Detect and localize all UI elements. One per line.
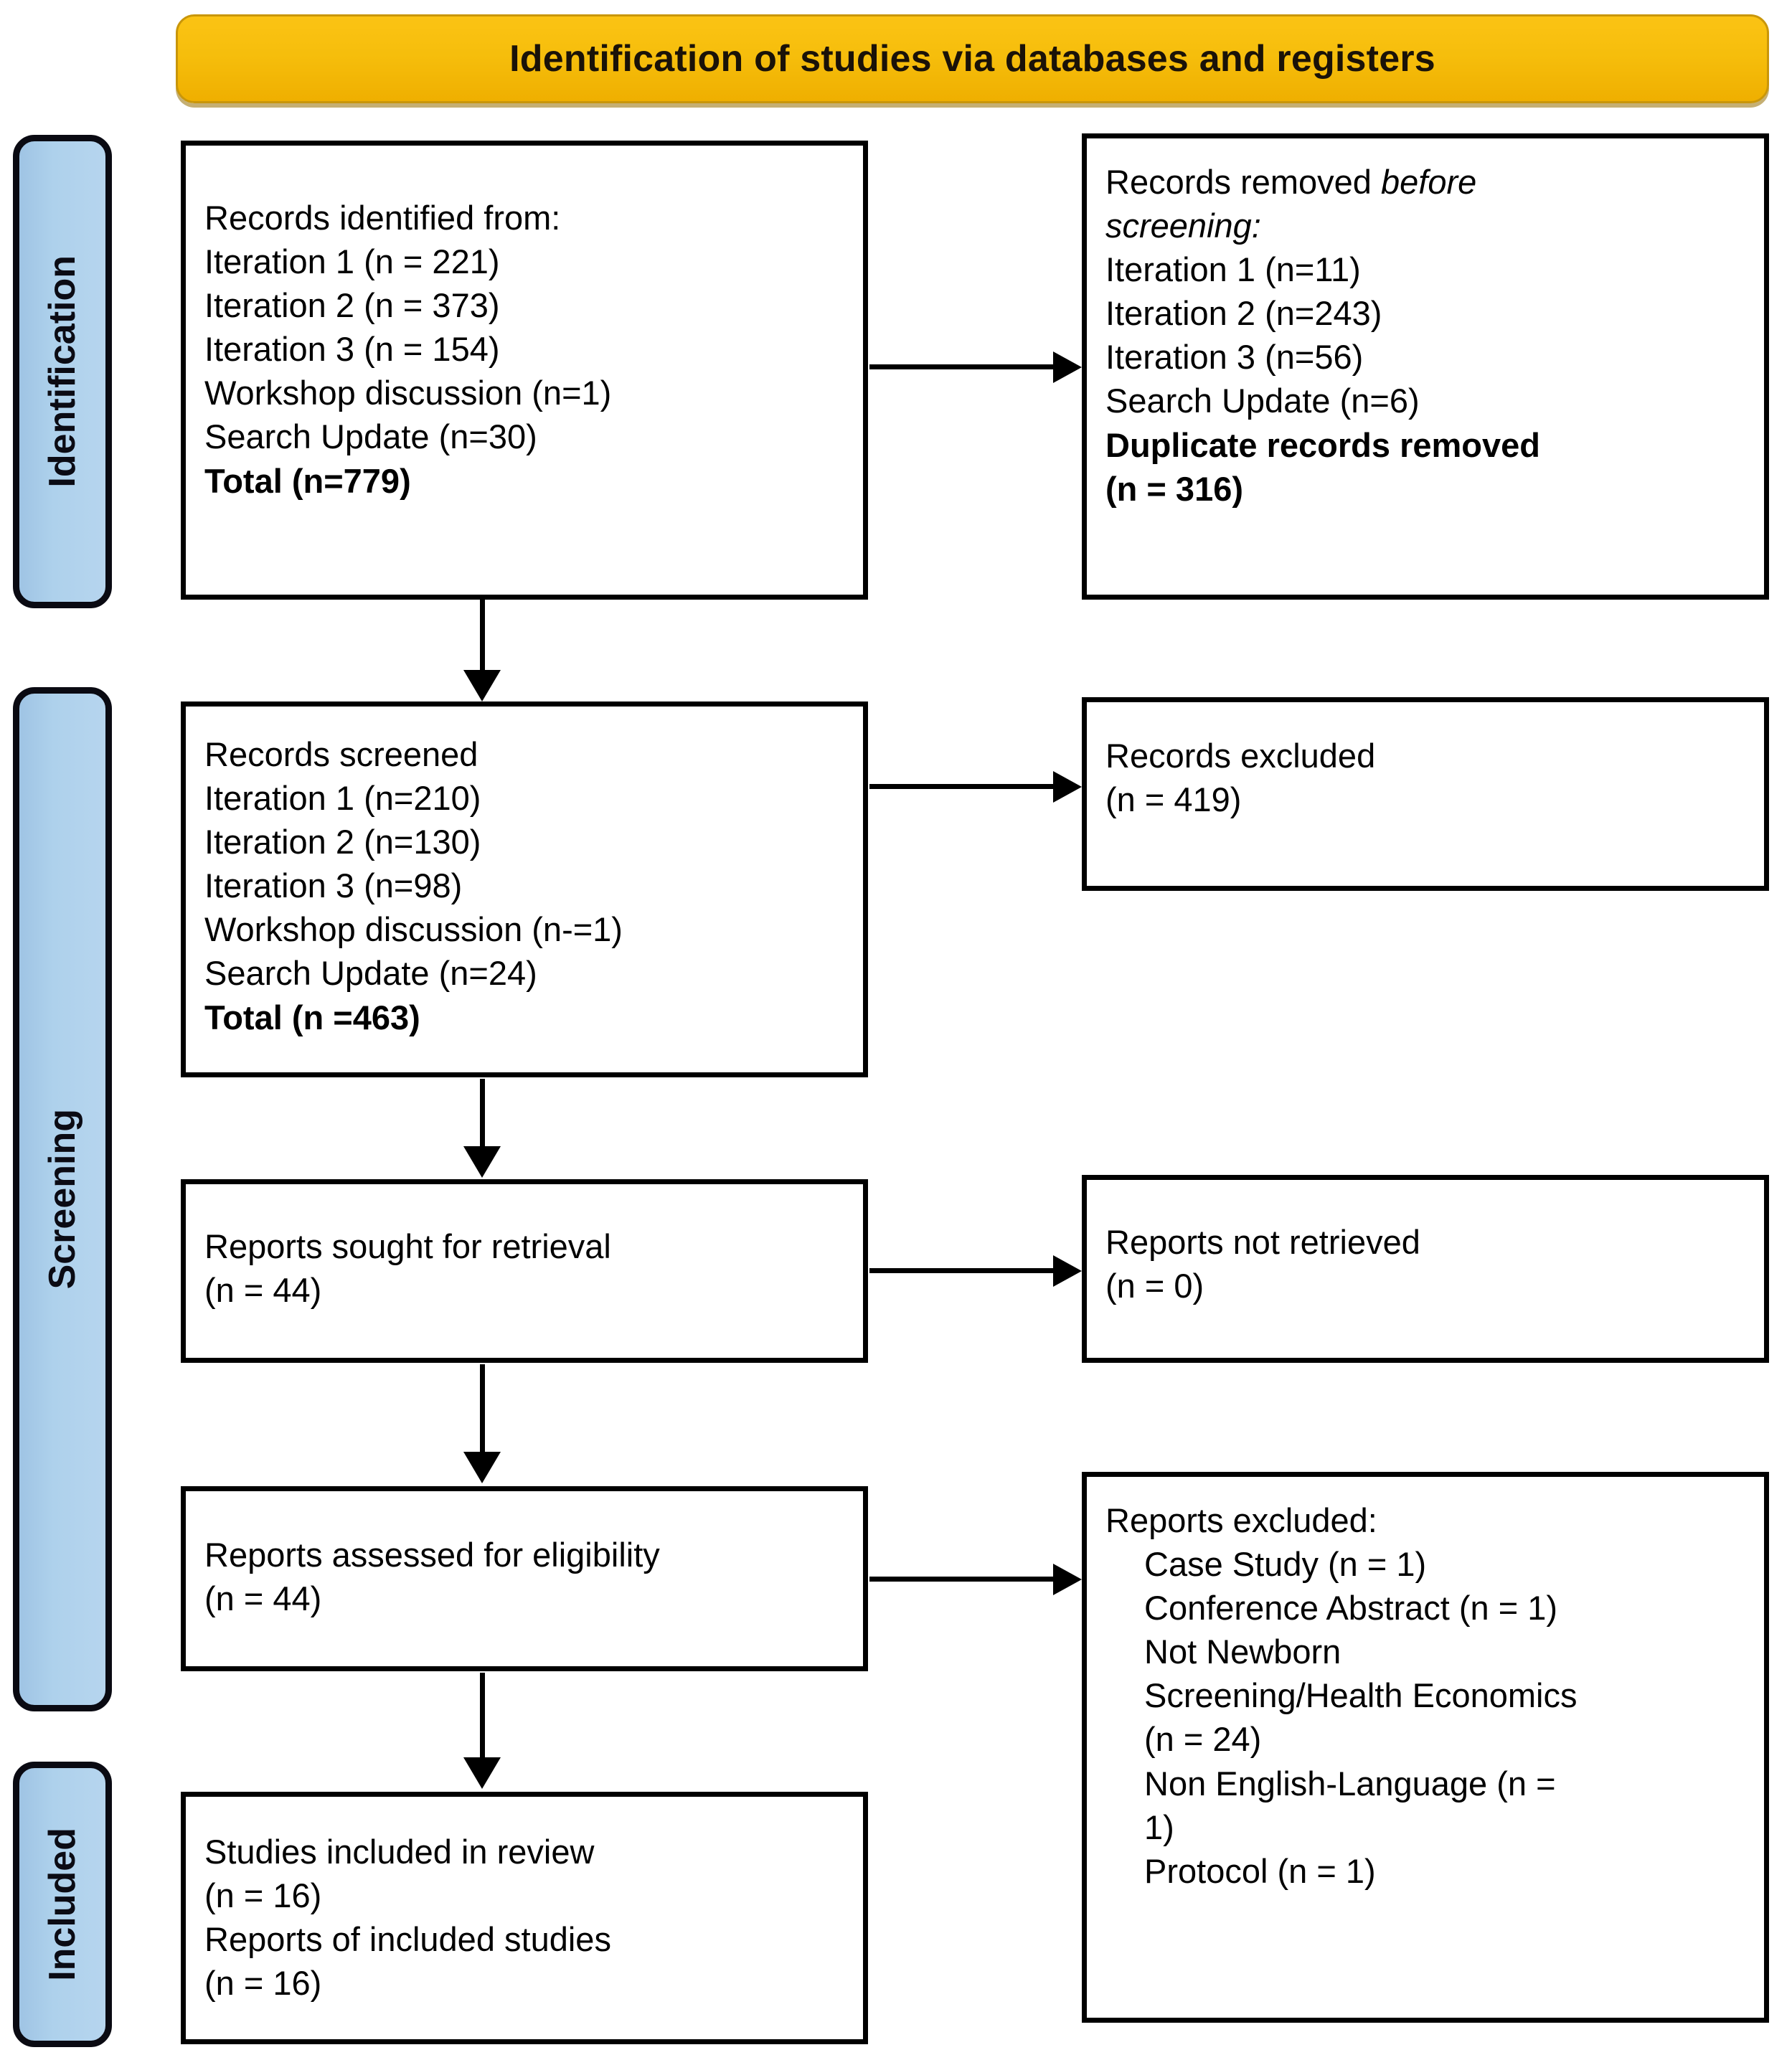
box-line: Reports not retrieved [1105,1223,1420,1261]
stage-label-identification: Identification [13,135,112,608]
box-studies-included-in-review: Studies included in review (n = 16) Report… [181,1792,868,2044]
diagram-title: Identification of studies via databases … [509,38,1435,80]
arrowhead-identified-to-screened [463,670,501,701]
connector-screened-to-sought [480,1079,485,1149]
box-line: Not Newborn [1144,1633,1341,1671]
box-reports-assessed-for-eligibility: Reports assessed for eligibility (n = 44) [181,1486,868,1671]
stage-label-included: Included [13,1762,112,2047]
box-line: Iteration 1 (n = 221) [204,242,500,281]
box-line: Workshop discussion (n-=1) [204,910,623,949]
box-line: (n = 16) [204,1964,322,2003]
box-line: Conference Abstract (n = 1) [1144,1589,1558,1628]
box-line: Non English-Language (n = [1144,1764,1556,1803]
box-line: Search Update (n=30) [204,417,537,456]
box-reports-excluded: Reports excluded: Case Study (n = 1) Confe… [1082,1472,1769,2023]
box-line-emphasis: before [1381,163,1477,201]
connector-sought-to-not-retrieved [869,1268,1055,1273]
arrowhead-screened-to-sought [463,1146,501,1178]
box-line: Iteration 2 (n = 373) [204,286,500,325]
box-line: Iteration 3 (n=98) [204,866,463,905]
box-line: Iteration 1 (n=11) [1105,250,1361,289]
arrowhead-identified-to-removed [1053,351,1082,383]
box-line: (n = 16) [204,1876,322,1915]
arrowhead-screened-to-excluded [1053,771,1082,803]
box-line: Reports sought for retrieval [204,1227,611,1265]
box-records-excluded: Records excluded (n = 419) [1082,697,1769,891]
box-line: Iteration 3 (n = 154) [204,330,500,369]
box-line: Search Update (n=6) [1105,382,1420,420]
box-line: (n = 24) [1144,1720,1262,1759]
box-line: Duplicate records removed [1105,425,1540,464]
box-line: (n = 44) [204,1579,322,1618]
arrowhead-sought-to-not-retrieved [1053,1255,1082,1287]
box-line: Total (n =463) [204,998,420,1036]
connector-assessed-to-included [480,1673,485,1760]
box-line: (n = 0) [1105,1267,1204,1305]
box-line: Reports assessed for eligibility [204,1536,660,1574]
connector-sought-to-assessed [480,1364,485,1455]
box-line: (n = 316) [1105,469,1243,508]
box-records-identified: Records identified from: Iteration 1 (n =… [181,141,868,600]
diagram-title-banner: Identification of studies via databases … [176,14,1769,103]
box-line: Iteration 1 (n=210) [204,779,481,818]
arrowhead-assessed-to-included [463,1757,501,1789]
stage-label-screening: Screening [13,687,112,1711]
box-records-removed-before-screening: Records removed before screening: Iteratio… [1082,133,1769,600]
box-line: Iteration 2 (n=243) [1105,294,1382,333]
box-line: Iteration 3 (n=56) [1105,338,1364,377]
box-line: Reports of included studies [204,1920,611,1959]
box-line: Iteration 2 (n=130) [204,823,481,861]
box-line: screening: [1105,207,1261,245]
box-line: Records removed before [1105,163,1477,201]
box-line: Workshop discussion (n=1) [204,374,612,412]
connector-screened-to-excluded [869,784,1055,789]
box-line: Screening/Health Economics [1144,1676,1578,1715]
connector-identified-to-removed [869,364,1055,369]
box-line: Reports excluded: [1105,1501,1377,1539]
box-line: Protocol (n = 1) [1144,1851,1376,1890]
box-line: Case Study (n = 1) [1144,1545,1427,1584]
stage-label-identification-text: Identification [42,255,83,488]
box-line: Search Update (n=24) [204,954,537,993]
box-line: (n = 44) [204,1271,322,1310]
box-reports-sought-for-retrieval: Reports sought for retrieval (n = 44) [181,1179,868,1363]
box-line: 1) [1144,1808,1174,1846]
arrowhead-sought-to-assessed [463,1452,501,1483]
box-line: Records excluded [1105,737,1376,775]
stage-label-included-text: Included [42,1828,83,1981]
arrowhead-assessed-to-excluded [1053,1564,1082,1595]
box-line: Total (n=779) [204,461,411,500]
box-line: (n = 419) [1105,780,1242,819]
box-reports-not-retrieved: Reports not retrieved (n = 0) [1082,1175,1769,1363]
box-line: Records identified from: [204,199,561,237]
connector-assessed-to-excluded [869,1577,1055,1582]
box-line: Records screened [204,735,478,773]
stage-label-screening-text: Screening [42,1109,83,1290]
connector-identified-to-screened [480,598,485,673]
box-line: Studies included in review [204,1833,595,1871]
